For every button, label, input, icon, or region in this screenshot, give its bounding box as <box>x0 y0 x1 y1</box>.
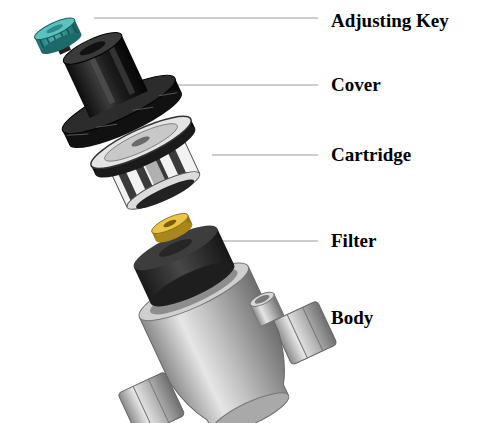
part-label-holder: Adjusting Key <box>331 10 449 32</box>
adjusting-key <box>32 14 85 62</box>
part-label-holder: Body <box>331 307 373 329</box>
part-label: Body <box>331 307 373 329</box>
leader-line <box>212 155 318 156</box>
part-label: Filter <box>331 230 376 252</box>
filter-sponge <box>129 218 239 315</box>
part-label: Cartridge <box>331 144 411 166</box>
part-label: Adjusting Key <box>331 10 449 32</box>
cover <box>33 14 188 158</box>
part-label-holder: Cartridge <box>331 144 411 166</box>
leader-line <box>222 241 318 242</box>
part-label-holder: Filter <box>331 230 376 252</box>
gauge-port <box>248 289 284 326</box>
leader-line <box>158 85 318 86</box>
part-label: Cover <box>331 74 381 96</box>
part-label-holder: Cover <box>331 74 381 96</box>
brass-seat <box>149 210 195 247</box>
leader-line <box>94 18 318 19</box>
